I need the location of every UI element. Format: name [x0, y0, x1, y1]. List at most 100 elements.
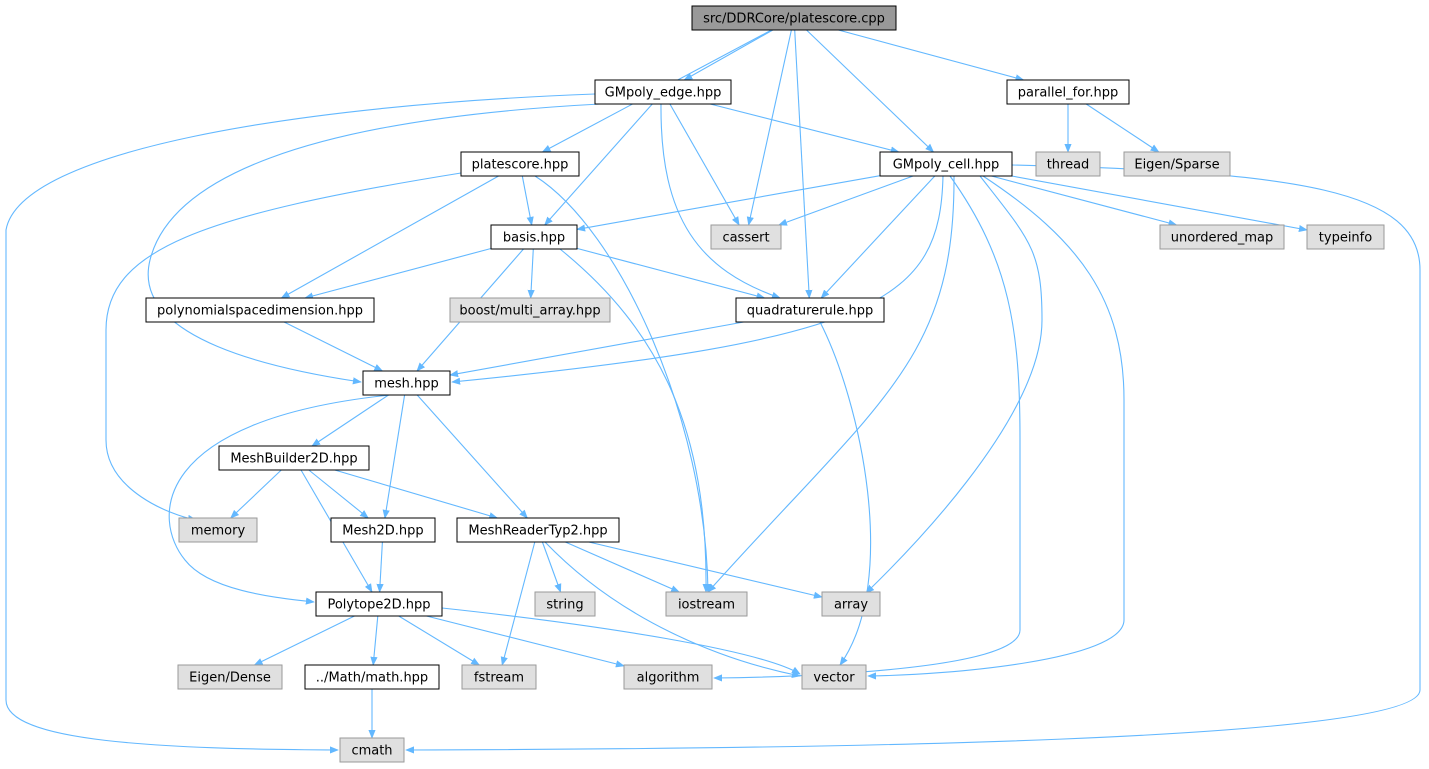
node-box-eigen_sparse	[1123, 151, 1231, 177]
edge-polytope-to-vector	[441, 607, 801, 675]
node-label-polytope: Polytope2D.hpp	[327, 598, 430, 613]
node-box-cmath	[339, 737, 405, 763]
node-box-unordered_map	[1159, 224, 1285, 250]
edge-meshreader-to-fstream	[500, 541, 536, 666]
node-label-array: array	[834, 598, 868, 613]
node-meshreader[interactable]: MeshReaderTyp2.hpp	[456, 517, 620, 543]
node-box-fstream	[461, 664, 537, 690]
node-label-meshbuilder: MeshBuilder2D.hpp	[230, 452, 357, 467]
edge-gmpoly_edge-to-quadrule	[660, 103, 781, 299]
edge-gmpoly_edge-to-mesh	[147, 103, 601, 385]
node-label-gmpoly_edge: GMpoly_edge.hpp	[605, 86, 722, 101]
edge-platescore_cpp-to-quadrule	[794, 29, 813, 299]
edge-platescore_hpp-to-basis	[521, 175, 534, 226]
edge-platescore_cpp-to-parallel_for	[838, 29, 1025, 82]
node-cmath: cmath	[339, 737, 405, 763]
node-box-math[interactable]	[304, 664, 440, 690]
edge-basis-to-boost_multi	[527, 248, 535, 299]
node-label-memory: memory	[191, 524, 246, 539]
node-parallel_for[interactable]: parallel_for.hpp	[1006, 79, 1130, 105]
edge-quadrule-to-mesh	[449, 321, 744, 378]
node-box-thread	[1035, 151, 1101, 177]
node-box-algorithm	[623, 664, 713, 690]
node-box-mesh2d[interactable]	[330, 517, 436, 543]
node-fstream: fstream	[461, 664, 537, 690]
node-label-string: string	[546, 598, 583, 613]
edge-meshreader-to-iostream	[565, 541, 681, 593]
node-box-mesh[interactable]	[362, 370, 451, 396]
node-box-string	[534, 591, 596, 617]
node-label-platescore_cpp: src/DDRCore/platescore.cpp	[703, 12, 885, 27]
node-math[interactable]: ../Math/math.hpp	[304, 664, 440, 690]
node-label-quadrule: quadraturerule.hpp	[747, 304, 873, 319]
edge-meshbuilder-to-meshreader	[334, 469, 499, 520]
node-label-polydim: polynomialspacedimension.hpp	[157, 304, 363, 319]
node-mesh2d[interactable]: Mesh2D.hpp	[330, 517, 436, 543]
node-box-platescore_cpp[interactable]	[691, 5, 897, 31]
node-box-quadrule[interactable]	[735, 297, 885, 323]
node-platescore_hpp[interactable]: platescore.hpp	[460, 151, 580, 177]
edge-basis-to-iostream	[559, 248, 710, 593]
edge-polytope-to-math	[370, 615, 379, 666]
edge-meshreader-to-string	[541, 541, 562, 593]
node-label-boost_multi: boost/multi_array.hpp	[459, 304, 600, 319]
node-label-cmath: cmath	[351, 744, 392, 759]
edge-gmpoly_cell-to-mesh	[451, 175, 944, 385]
node-box-polytope[interactable]	[315, 591, 443, 617]
node-meshbuilder[interactable]: MeshBuilder2D.hpp	[218, 445, 370, 471]
edge-polydim-to-mesh	[283, 321, 384, 372]
node-box-vector	[801, 664, 867, 690]
node-box-parallel_for[interactable]	[1006, 79, 1130, 105]
node-basis[interactable]: basis.hpp	[490, 224, 578, 250]
edge-mesh-to-meshreader	[416, 394, 528, 519]
node-iostream: iostream	[665, 591, 748, 617]
node-box-platescore_hpp[interactable]	[460, 151, 580, 177]
node-vector: vector	[801, 664, 867, 690]
node-polydim[interactable]: polynomialspacedimension.hpp	[145, 297, 375, 323]
edge-gmpoly_edge-to-basis	[544, 103, 653, 226]
edge-polytope-to-eigen_dense	[253, 615, 355, 666]
edge-gmpoly_cell-to-typeinfo	[1011, 175, 1308, 233]
node-array: array	[821, 591, 881, 617]
node-eigen_dense: Eigen/Dense	[177, 664, 283, 690]
edge-gmpoly_edge-to-cassert	[669, 103, 740, 226]
node-box-basis[interactable]	[490, 224, 578, 250]
node-box-meshreader[interactable]	[456, 517, 620, 543]
edge-meshreader-to-vector	[544, 541, 801, 678]
node-mesh[interactable]: mesh.hpp	[362, 370, 451, 396]
node-polytope[interactable]: Polytope2D.hpp	[315, 591, 443, 617]
node-quadrule[interactable]: quadraturerule.hpp	[735, 297, 885, 323]
node-label-basis: basis.hpp	[503, 231, 565, 246]
node-string: string	[534, 591, 596, 617]
node-box-gmpoly_cell[interactable]	[879, 151, 1013, 177]
edge-gmpoly_cell-to-iostream	[707, 175, 955, 593]
edge-gmpoly_edge-to-cmath	[5, 93, 596, 754]
edge-meshbuilder-to-mesh2d	[308, 469, 369, 519]
edge-gmpoly_cell-to-unordered_map	[991, 175, 1178, 227]
node-gmpoly_cell[interactable]: GMpoly_cell.hpp	[879, 151, 1013, 177]
node-gmpoly_edge[interactable]: GMpoly_edge.hpp	[594, 79, 732, 105]
edge-gmpoly_edge-to-gmpoly_cell	[710, 103, 900, 154]
node-box-polydim[interactable]	[145, 297, 375, 323]
edge-gmpoly_cell-to-basis	[576, 175, 881, 232]
node-algorithm: algorithm	[623, 664, 713, 690]
edge-platescore_hpp-to-memory	[105, 172, 462, 523]
edge-platescore_cpp-to-gmpoly_cell	[806, 29, 935, 153]
edge-platescore_cpp-to-gmpoly_edge	[683, 29, 774, 81]
node-label-meshreader: MeshReaderTyp2.hpp	[468, 524, 607, 539]
edge-mesh-to-meshbuilder	[311, 394, 389, 447]
node-label-algorithm: algorithm	[637, 671, 700, 686]
node-box-memory	[178, 517, 258, 543]
node-memory: memory	[178, 517, 258, 543]
edge-gmpoly_cell-to-array	[865, 175, 1043, 594]
edge-mesh2d-to-polytope	[376, 541, 384, 593]
edge-gmpoly_cell-to-cassert	[778, 175, 914, 226]
node-label-typeinfo: typeinfo	[1319, 231, 1372, 246]
node-platescore_cpp[interactable]: src/DDRCore/platescore.cpp	[691, 5, 897, 31]
node-box-meshbuilder[interactable]	[218, 445, 370, 471]
node-box-gmpoly_edge[interactable]	[594, 79, 732, 105]
node-boost_multi: boost/multi_array.hpp	[449, 297, 611, 323]
node-eigen_sparse: Eigen/Sparse	[1123, 151, 1231, 177]
node-label-fstream: fstream	[474, 671, 524, 686]
node-label-mesh2d: Mesh2D.hpp	[342, 524, 423, 539]
